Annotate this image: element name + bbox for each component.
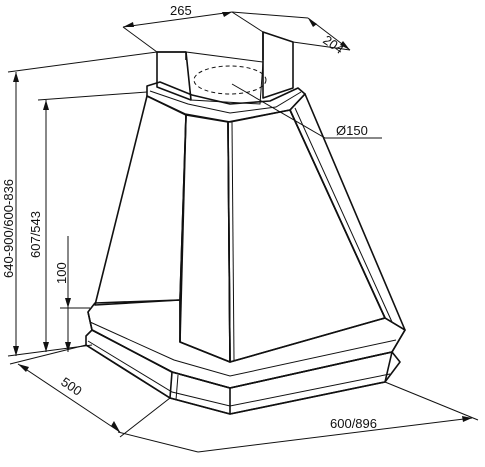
chimney-duct (156, 31, 294, 105)
body-front-left-panel (179, 114, 231, 363)
dim-base-width (117, 381, 479, 453)
label-duct-diameter: Ø150 (336, 123, 368, 138)
dim-duct-diameter (231, 83, 382, 139)
dim-base-height (60, 236, 90, 352)
hood-base (85, 299, 406, 415)
dim-top-width (122, 11, 264, 53)
label-body-height: 607/543 (28, 211, 43, 258)
body-left-panel (94, 95, 187, 306)
label-base-height: 100 (54, 262, 69, 284)
dim-base-depth (9, 344, 171, 438)
duct-circle-hidden (193, 65, 267, 95)
dim-top-depth (231, 11, 351, 51)
label-top-depth: 204 (320, 32, 346, 57)
dim-total-height (7, 51, 158, 357)
label-total-height: 640-900/600-836 (1, 179, 16, 278)
dim-body-height (37, 91, 148, 352)
label-top-width: 265 (170, 3, 192, 18)
label-base-width: 600/896 (330, 416, 377, 431)
label-base-depth: 500 (58, 374, 84, 399)
